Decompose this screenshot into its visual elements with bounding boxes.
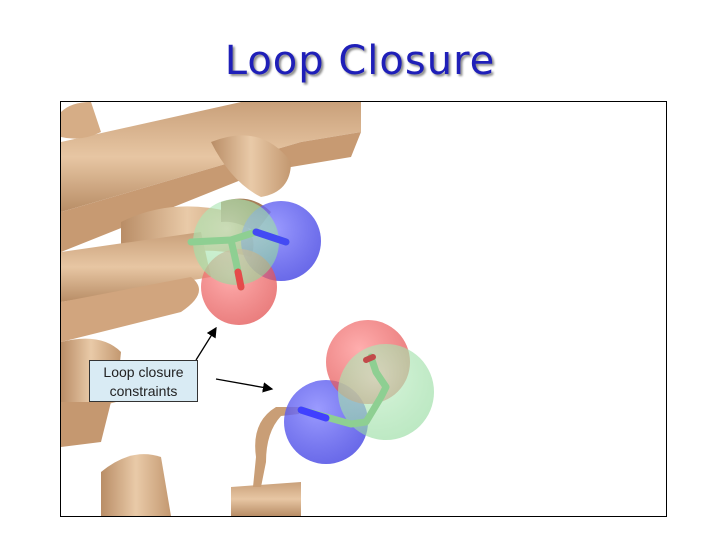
upper-loop-residue (187, 199, 321, 325)
slide-title: Loop Closure (224, 38, 496, 84)
protein-ribbons-lower (101, 407, 301, 516)
lower-loop-residue (284, 320, 434, 464)
callout-line-1: Loop closure (103, 364, 184, 380)
loop-closure-callout: Loop closure constraints (89, 360, 198, 402)
callout-line-2: constraints (109, 383, 178, 399)
ribbon-rendering (61, 102, 434, 516)
protein-structure-figure (60, 101, 667, 517)
